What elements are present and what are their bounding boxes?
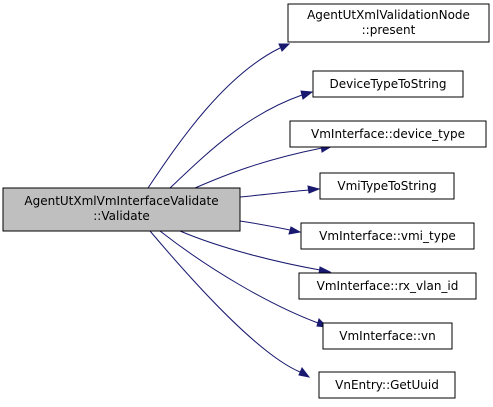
callee-node-vminterface-vn[interactable]: VmInterface::vn <box>322 322 453 350</box>
callee-node-vminterface-rx-vlan-id[interactable]: VmInterface::rx_vlan_id <box>298 272 477 300</box>
edges <box>147 43 334 378</box>
root-node-label-line2: ::Validate <box>93 209 149 223</box>
callee-node-label-line2: ::present <box>362 23 416 37</box>
edge-to-vminterface-device-type <box>194 143 334 189</box>
callee-node-vminterface-device-type[interactable]: VmInterface::device_type <box>289 120 487 148</box>
callee-node-label: VnEntry::GetUuid <box>335 378 439 392</box>
edge-to-devicetypetostring <box>169 90 314 189</box>
callee-node-vminterface-vmi-type[interactable]: VmInterface::vmi_type <box>300 222 475 250</box>
callee-node-label-line1: AgentUtXmlValidationNode <box>307 8 470 22</box>
edge-to-vminterface-vmi-type <box>239 220 302 235</box>
callee-node-label: DeviceTypeToString <box>329 77 446 91</box>
edge-to-vnentry-getuuid <box>149 230 311 378</box>
edge-to-vmitypetostring <box>239 185 321 198</box>
callee-node-agentutxmlvalidationnode-present[interactable]: AgentUtXmlValidationNode ::present <box>287 3 490 43</box>
callee-node-label: VmInterface::vn <box>339 329 435 343</box>
callee-node-label: VmInterface::vmi_type <box>319 229 456 243</box>
callee-node-vnentry-getuuid[interactable]: VnEntry::GetUuid <box>318 371 456 399</box>
callee-node-label: VmInterface::device_type <box>311 127 465 141</box>
edge-to-agentutxmlvalidationnode-present <box>147 43 291 189</box>
callee-node-devicetypetostring[interactable]: DeviceTypeToString <box>312 70 464 98</box>
root-node-label-line1: AgentUtXmlVmInterfaceValidate <box>24 194 218 208</box>
callee-node-label: VmiTypeToString <box>337 179 436 193</box>
callee-node-vmitypetostring[interactable]: VmiTypeToString <box>319 172 455 200</box>
callee-node-label: VmInterface::rx_vlan_id <box>317 279 459 293</box>
root-node[interactable]: AgentUtXmlVmInterfaceValidate ::Validate <box>2 187 241 232</box>
